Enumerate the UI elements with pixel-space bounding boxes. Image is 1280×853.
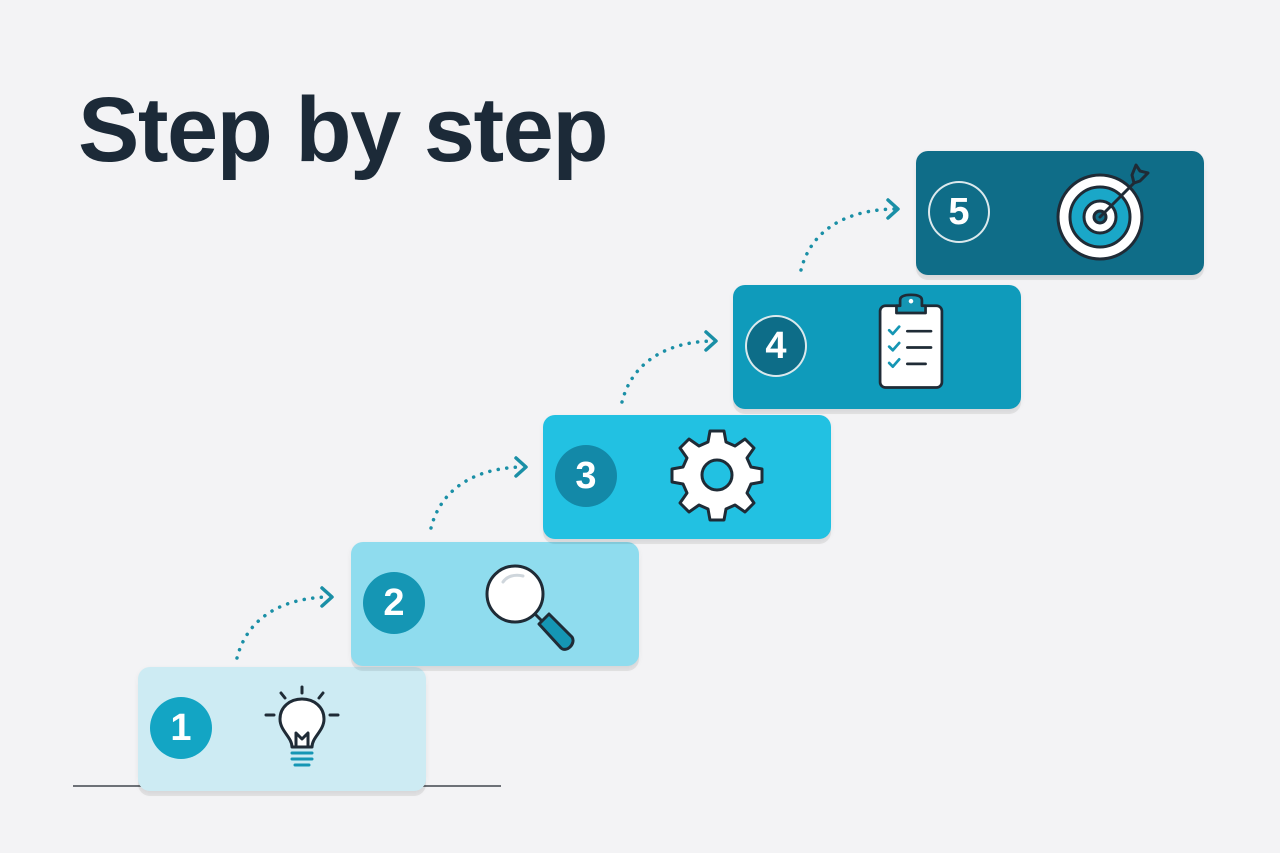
step-5: 5	[916, 151, 1204, 275]
step-4-badge: 4	[745, 315, 807, 377]
step-4: 4	[733, 285, 1021, 409]
page-title: Step by step	[78, 79, 609, 181]
connector-arrow-1-2	[235, 595, 330, 660]
step-2-badge: 2	[363, 572, 425, 634]
step-3: 3	[543, 415, 831, 539]
arrowhead-4	[704, 330, 718, 352]
step-1: 1	[138, 667, 426, 791]
connector-arrow-2-3	[429, 465, 524, 530]
arrowhead-2	[320, 586, 334, 608]
arrowhead-5	[886, 198, 900, 220]
connector-arrow-4-5	[799, 207, 896, 272]
step-1-badge: 1	[150, 697, 212, 759]
step-5-badge: 5	[928, 181, 990, 243]
lightbulb-icon	[252, 677, 352, 777]
magnifier-icon	[475, 554, 575, 654]
target-icon	[1050, 161, 1150, 261]
connector-arrow-3-4	[620, 339, 714, 404]
gear-icon	[667, 425, 767, 525]
step-2: 2	[351, 542, 639, 666]
arrowhead-3	[514, 456, 528, 478]
step-3-badge: 3	[555, 445, 617, 507]
checklist-icon	[861, 293, 961, 393]
